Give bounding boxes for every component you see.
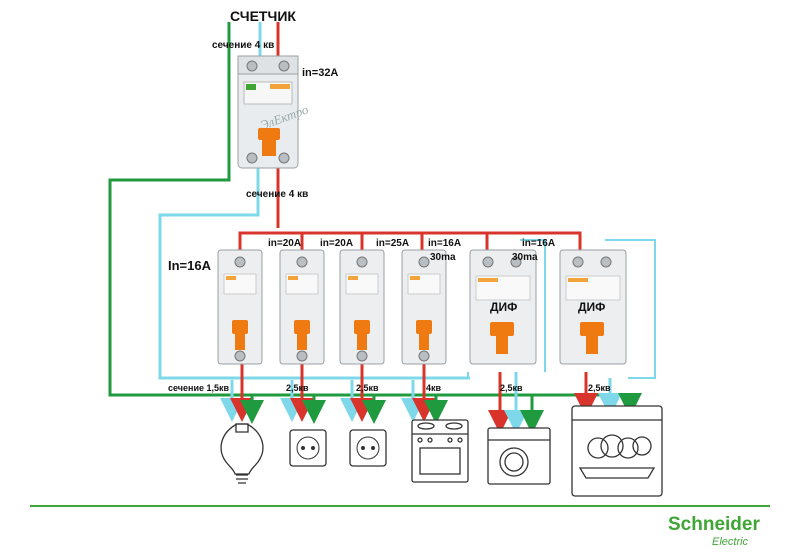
neutral-wire-rcd3-in bbox=[605, 239, 656, 379]
breaker-2 bbox=[279, 249, 325, 365]
rcd-2-rating: in=16A bbox=[522, 238, 555, 249]
rcd-2 bbox=[559, 249, 627, 365]
main-section-top: сечение 4 кв bbox=[212, 40, 274, 51]
breaker-1-section: сечение 1,5кв bbox=[168, 383, 230, 393]
brand-sub: Electric bbox=[712, 536, 749, 548]
socket-icon-2 bbox=[349, 429, 387, 467]
breaker-4-rating: in=25A bbox=[376, 238, 409, 249]
neutral-wire-main bbox=[158, 160, 470, 380]
breaker-3 bbox=[339, 249, 385, 365]
rcd-1-section: 2,5кв bbox=[500, 383, 523, 393]
brand-name: Schneider bbox=[668, 514, 760, 535]
breaker-1 bbox=[217, 249, 263, 365]
main-rating: in=32A bbox=[302, 67, 338, 79]
rcd-1-rating: in=16A bbox=[428, 238, 461, 249]
lamp-icon bbox=[220, 423, 264, 484]
breaker-1-rating: In=16A bbox=[168, 258, 212, 273]
rcd-1 bbox=[469, 249, 537, 365]
diagram-title: СЧЕТЧИК bbox=[230, 8, 296, 24]
ground-wire bbox=[108, 22, 630, 397]
wiring bbox=[108, 22, 656, 397]
main-section-bottom: сечение 4 кв bbox=[246, 189, 308, 200]
phase-bus bbox=[238, 231, 582, 255]
breaker-3-rating: in=20A bbox=[320, 238, 353, 249]
load-arrows bbox=[220, 362, 642, 434]
breaker-3-section: 2,5кв bbox=[356, 383, 379, 393]
rcd-1-label: ДИФ bbox=[490, 300, 517, 314]
rcd-1-leak: 30ma bbox=[430, 252, 456, 263]
rcd-2-section: 2,5кв bbox=[588, 383, 611, 393]
breaker-2-section: 2,5кв bbox=[286, 383, 309, 393]
rcd-2-label: ДИФ bbox=[578, 300, 605, 314]
rcd-2-leak: 30ma bbox=[512, 252, 538, 263]
stove-icon bbox=[411, 419, 469, 483]
neutral-wire-rcd2-in bbox=[520, 239, 546, 372]
socket-icon bbox=[289, 429, 327, 467]
dishwasher-icon bbox=[571, 405, 663, 497]
breaker-4 bbox=[401, 249, 447, 365]
breaker-4-section: 4кв bbox=[426, 383, 442, 393]
washing-machine-icon bbox=[487, 427, 551, 485]
breaker-2-rating: in=20A bbox=[268, 238, 301, 249]
main-breaker: ЭлЕктро bbox=[237, 55, 311, 169]
